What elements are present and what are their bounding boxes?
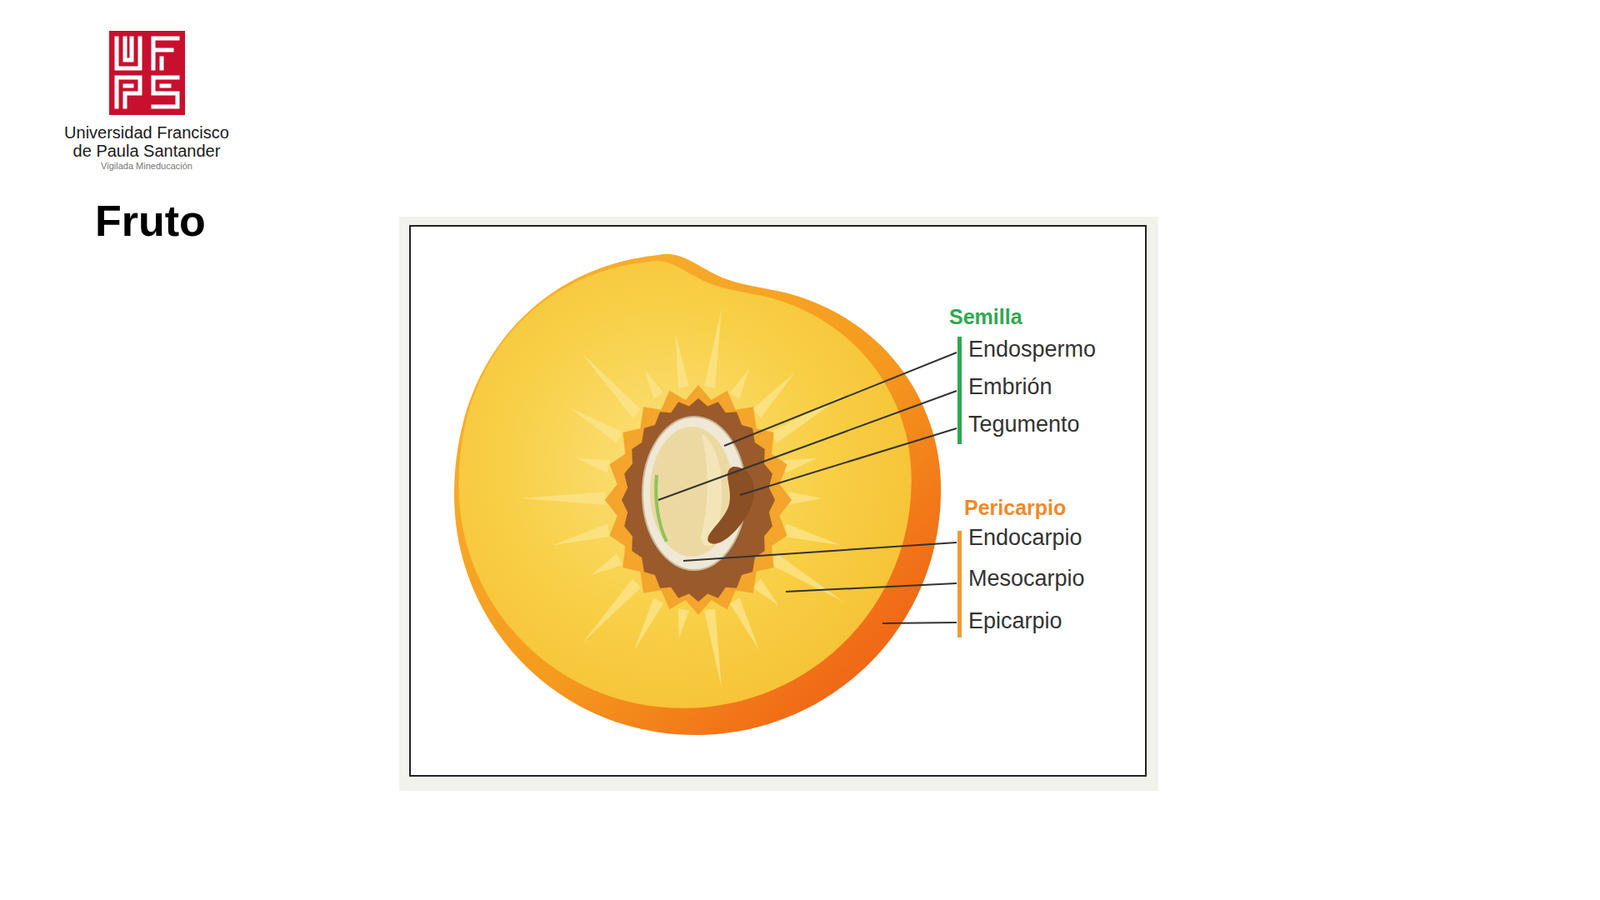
flesh-fibre — [645, 369, 665, 399]
pericarp-bracket — [957, 530, 962, 638]
epicarp — [454, 254, 941, 735]
flesh-fibres — [521, 308, 845, 688]
seed-bracket — [957, 336, 962, 445]
flesh-fibre — [591, 553, 623, 575]
flesh-fibre — [752, 372, 795, 419]
flesh-fibre — [788, 491, 822, 505]
leader-lines — [658, 352, 957, 624]
embryo — [655, 475, 667, 542]
mesocarp — [458, 260, 911, 709]
part-label: Mesocarpio — [968, 565, 1085, 592]
logo-caption: Vigilada Mineducación — [100, 160, 193, 172]
flesh-fibre — [782, 458, 816, 474]
part-label: Embrión — [968, 374, 1053, 400]
flesh-fibre — [634, 597, 664, 650]
flesh-fibre — [552, 523, 610, 545]
flesh-fibre — [730, 597, 760, 650]
part-label: Epicarpio — [968, 608, 1063, 635]
pit-halo — [605, 385, 792, 615]
flesh-fibre — [678, 608, 690, 639]
flesh-fibre — [752, 579, 779, 606]
flesh-fibre — [581, 353, 641, 418]
flesh-fibre — [570, 408, 624, 444]
logo-text: Universidad Francisco — [64, 123, 230, 143]
flesh-fibre — [581, 579, 641, 644]
flesh-fibre — [704, 608, 722, 688]
group-label: Semilla — [949, 305, 1023, 330]
image-border — [410, 225, 1146, 776]
flesh-fibre — [782, 523, 840, 545]
flesh-fibre — [770, 553, 845, 602]
university-logo — [109, 30, 185, 115]
flesh-fibre — [730, 369, 750, 399]
flesh-fibre — [576, 458, 610, 474]
part-label: Endocarpio — [968, 525, 1083, 551]
logo-text: de Paula Santander — [73, 141, 221, 161]
flesh-fibre — [675, 333, 690, 389]
group-label: Pericarpio — [964, 495, 1066, 520]
image-frame — [399, 216, 1159, 791]
endocarp — [621, 398, 775, 602]
flesh-fibre — [704, 308, 722, 388]
flesh-fibre — [521, 491, 605, 505]
slide-title: Fruto — [95, 196, 206, 247]
seed-coat — [707, 466, 755, 545]
part-label: Endospermo — [968, 336, 1096, 363]
part-label: Tegumento — [968, 411, 1080, 438]
